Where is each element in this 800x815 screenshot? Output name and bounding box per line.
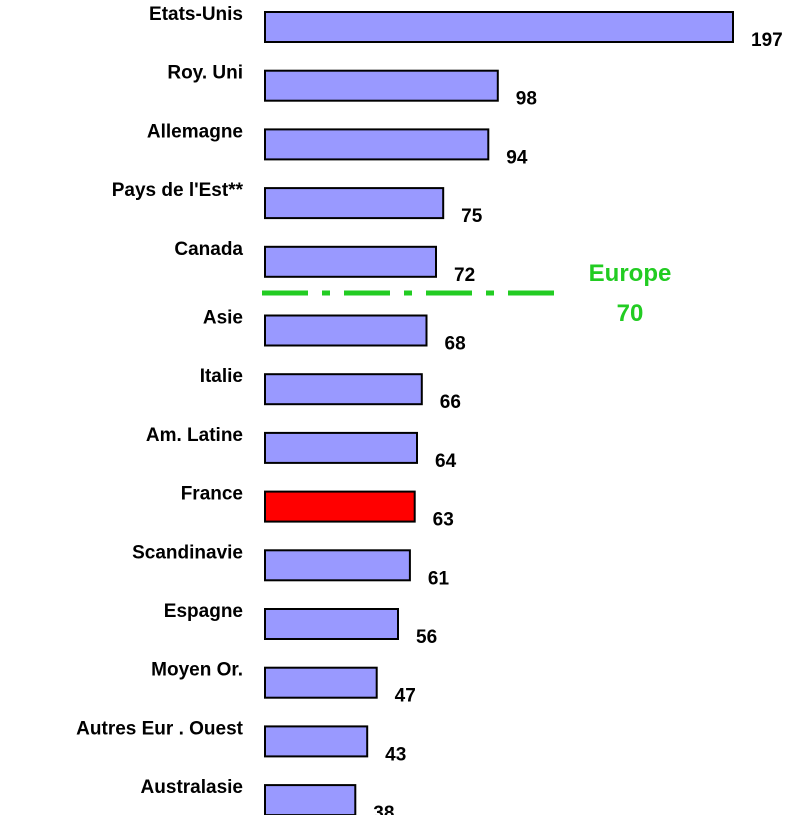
bars-layer	[264, 11, 734, 815]
value-label-autres-eur-ouest: 43	[385, 744, 406, 765]
bar-australasie	[264, 784, 357, 815]
category-label-roy-uni: Roy. Uni	[167, 63, 243, 84]
category-label-france: France	[181, 484, 243, 505]
bar-canada	[264, 245, 437, 278]
value-label-italie: 66	[440, 392, 461, 413]
category-label-espagne: Espagne	[164, 601, 243, 622]
reference-label: Europe	[589, 260, 672, 287]
category-label-canada: Canada	[174, 239, 243, 260]
category-label-am-latine: Am. Latine	[146, 425, 243, 446]
value-label-france: 63	[433, 510, 454, 531]
category-label-etats-unis: Etats-Unis	[149, 4, 243, 25]
bar-allemagne	[264, 128, 490, 161]
value-label-etats-unis: 197	[751, 30, 783, 51]
bar-am-latine	[264, 431, 418, 464]
bar-espagne	[264, 608, 399, 640]
value-label-espagne: 56	[416, 627, 437, 648]
value-label-moyen-or: 47	[395, 686, 416, 707]
category-label-asie: Asie	[203, 308, 243, 329]
category-label-allemagne: Allemagne	[147, 121, 243, 142]
category-label-moyen-or: Moyen Or.	[151, 660, 243, 681]
reference-value-label: 70	[617, 300, 644, 327]
bar-autres-eur-ouest	[264, 725, 369, 758]
bar-scandinavie	[264, 549, 411, 582]
value-label-scandinavie: 61	[428, 568, 450, 589]
value-label-australasie: 38	[373, 803, 394, 815]
category-label-italie: Italie	[200, 366, 243, 387]
category-label-australasie: Australasie	[141, 777, 243, 798]
value-label-canada: 72	[454, 265, 475, 286]
bar-france	[264, 490, 416, 523]
bar-pays-de-l-est	[264, 187, 445, 220]
category-label-scandinavie: Scandinavie	[132, 542, 243, 563]
value-label-allemagne: 94	[506, 147, 528, 168]
category-label-pays-de-l-est: Pays de l'Est**	[112, 180, 244, 201]
value-label-am-latine: 64	[435, 451, 457, 472]
bar-italie	[264, 373, 423, 406]
bar-roy-uni	[264, 69, 499, 102]
value-label-roy-uni: 98	[516, 89, 537, 110]
bar-moyen-or	[264, 666, 378, 699]
category-label-autres-eur-ouest: Autres Eur . Ouest	[76, 718, 243, 739]
reference-line-layer: Europe 70	[262, 260, 671, 327]
value-label-pays-de-l-est: 75	[461, 206, 483, 227]
bar-asie	[264, 314, 428, 347]
value-label-asie: 68	[445, 334, 466, 355]
bar-etats-unis	[264, 11, 734, 43]
